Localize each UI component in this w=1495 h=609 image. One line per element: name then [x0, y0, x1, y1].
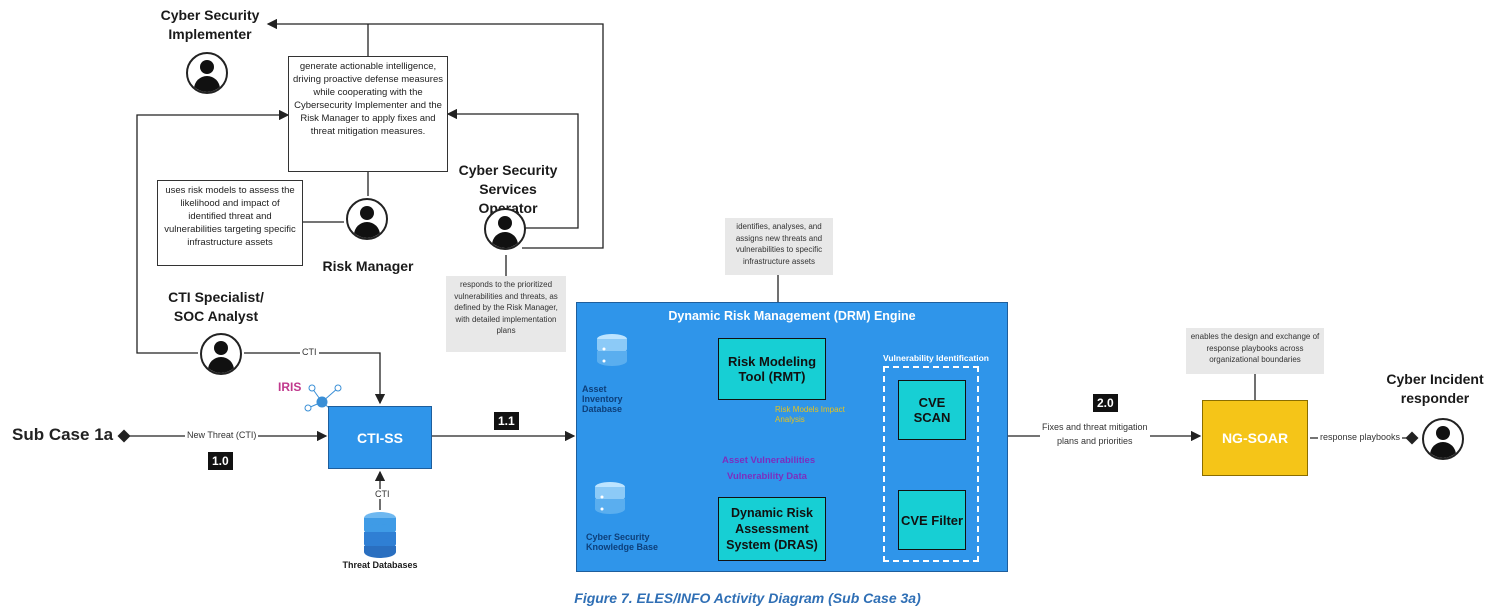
rmt-box: Risk Modeling Tool (RMT): [718, 338, 826, 400]
sub-case-label: Sub Case 1a: [12, 425, 114, 444]
new-threat-label: New Threat (CTI): [185, 430, 259, 440]
risk-manager-label: Risk Manager: [322, 258, 414, 274]
cti-specialist-avatar-icon: [200, 333, 242, 375]
playbooks-label: response playbooks: [1318, 432, 1403, 442]
cti-db-edge-label: CTI: [373, 489, 392, 499]
badge-1-1: 1.1: [494, 412, 519, 430]
implementer-avatar-icon: [186, 52, 228, 94]
dras-box: Dynamic Risk Assessment System (DRAS): [718, 497, 826, 561]
asset-vulnerabilities-label: Asset Vulnerabilities: [722, 455, 816, 466]
threat-databases-label: Threat Databases: [342, 560, 418, 570]
ng-soar-box: NG-SOAR: [1202, 400, 1308, 476]
cti-specialist-label: CTI Specialist/ SOC Analyst: [168, 289, 264, 324]
cve-filter-box: CVE Filter: [898, 490, 966, 550]
iris-network-icon: [304, 384, 342, 416]
vulnerability-data-label: Vulnerability Data: [727, 471, 807, 482]
implementer-label: Cyber Security Implementer: [160, 7, 260, 42]
risk-models-label: Risk Models Impact Analysis: [775, 405, 845, 424]
risk-manager-avatar-icon: [346, 198, 388, 240]
iris-label: IRIS: [278, 380, 302, 394]
operator-avatar-icon: [484, 208, 526, 250]
loop-top: [266, 18, 604, 249]
operator-note: responds to the prioritized vulnerabilit…: [446, 276, 566, 352]
soar-note: enables the design and exchange of respo…: [1186, 328, 1324, 374]
figure-caption: Figure 7. ELES/INFO Activity Diagram (Su…: [574, 590, 921, 606]
incident-responder-avatar-icon: [1422, 418, 1464, 460]
badge-1-0: 1.0: [208, 452, 233, 470]
asset-inventory-db-label: Asset Inventory Database: [582, 384, 623, 414]
cve-scan-box: CVE SCAN: [898, 380, 966, 440]
asset-inventory-db-icon: [597, 334, 627, 366]
cti-to-ctiss: [244, 352, 386, 405]
threat-databases-icon: [364, 512, 396, 558]
cti-loop: [136, 109, 290, 354]
operator-to-note: [446, 108, 579, 229]
vulnerability-identification-label: Vulnerability Identification: [883, 353, 989, 363]
knowledge-base-db-icon: [595, 482, 625, 514]
implementer-note: generate actionable intelligence, drivin…: [288, 56, 448, 172]
fixes-label: Fixes and threat mitigation plans and pr…: [1040, 420, 1150, 448]
cti-ss-box: CTI-SS: [328, 406, 432, 469]
drm-engine-title: Dynamic Risk Management (DRM) Engine: [668, 309, 916, 323]
cti-edge-label: CTI: [300, 347, 319, 357]
risk-manager-note: uses risk models to assess the likelihoo…: [157, 180, 303, 266]
incident-responder-label: Cyber Incident responder: [1386, 371, 1484, 406]
vulnerability-identification-group: [883, 366, 979, 562]
drm-note: identifies, analyses, and assigns new th…: [725, 218, 833, 275]
knowledge-base-db-label: Cyber Security Knowledge Base: [586, 532, 659, 552]
badge-2-0: 2.0: [1093, 394, 1118, 412]
